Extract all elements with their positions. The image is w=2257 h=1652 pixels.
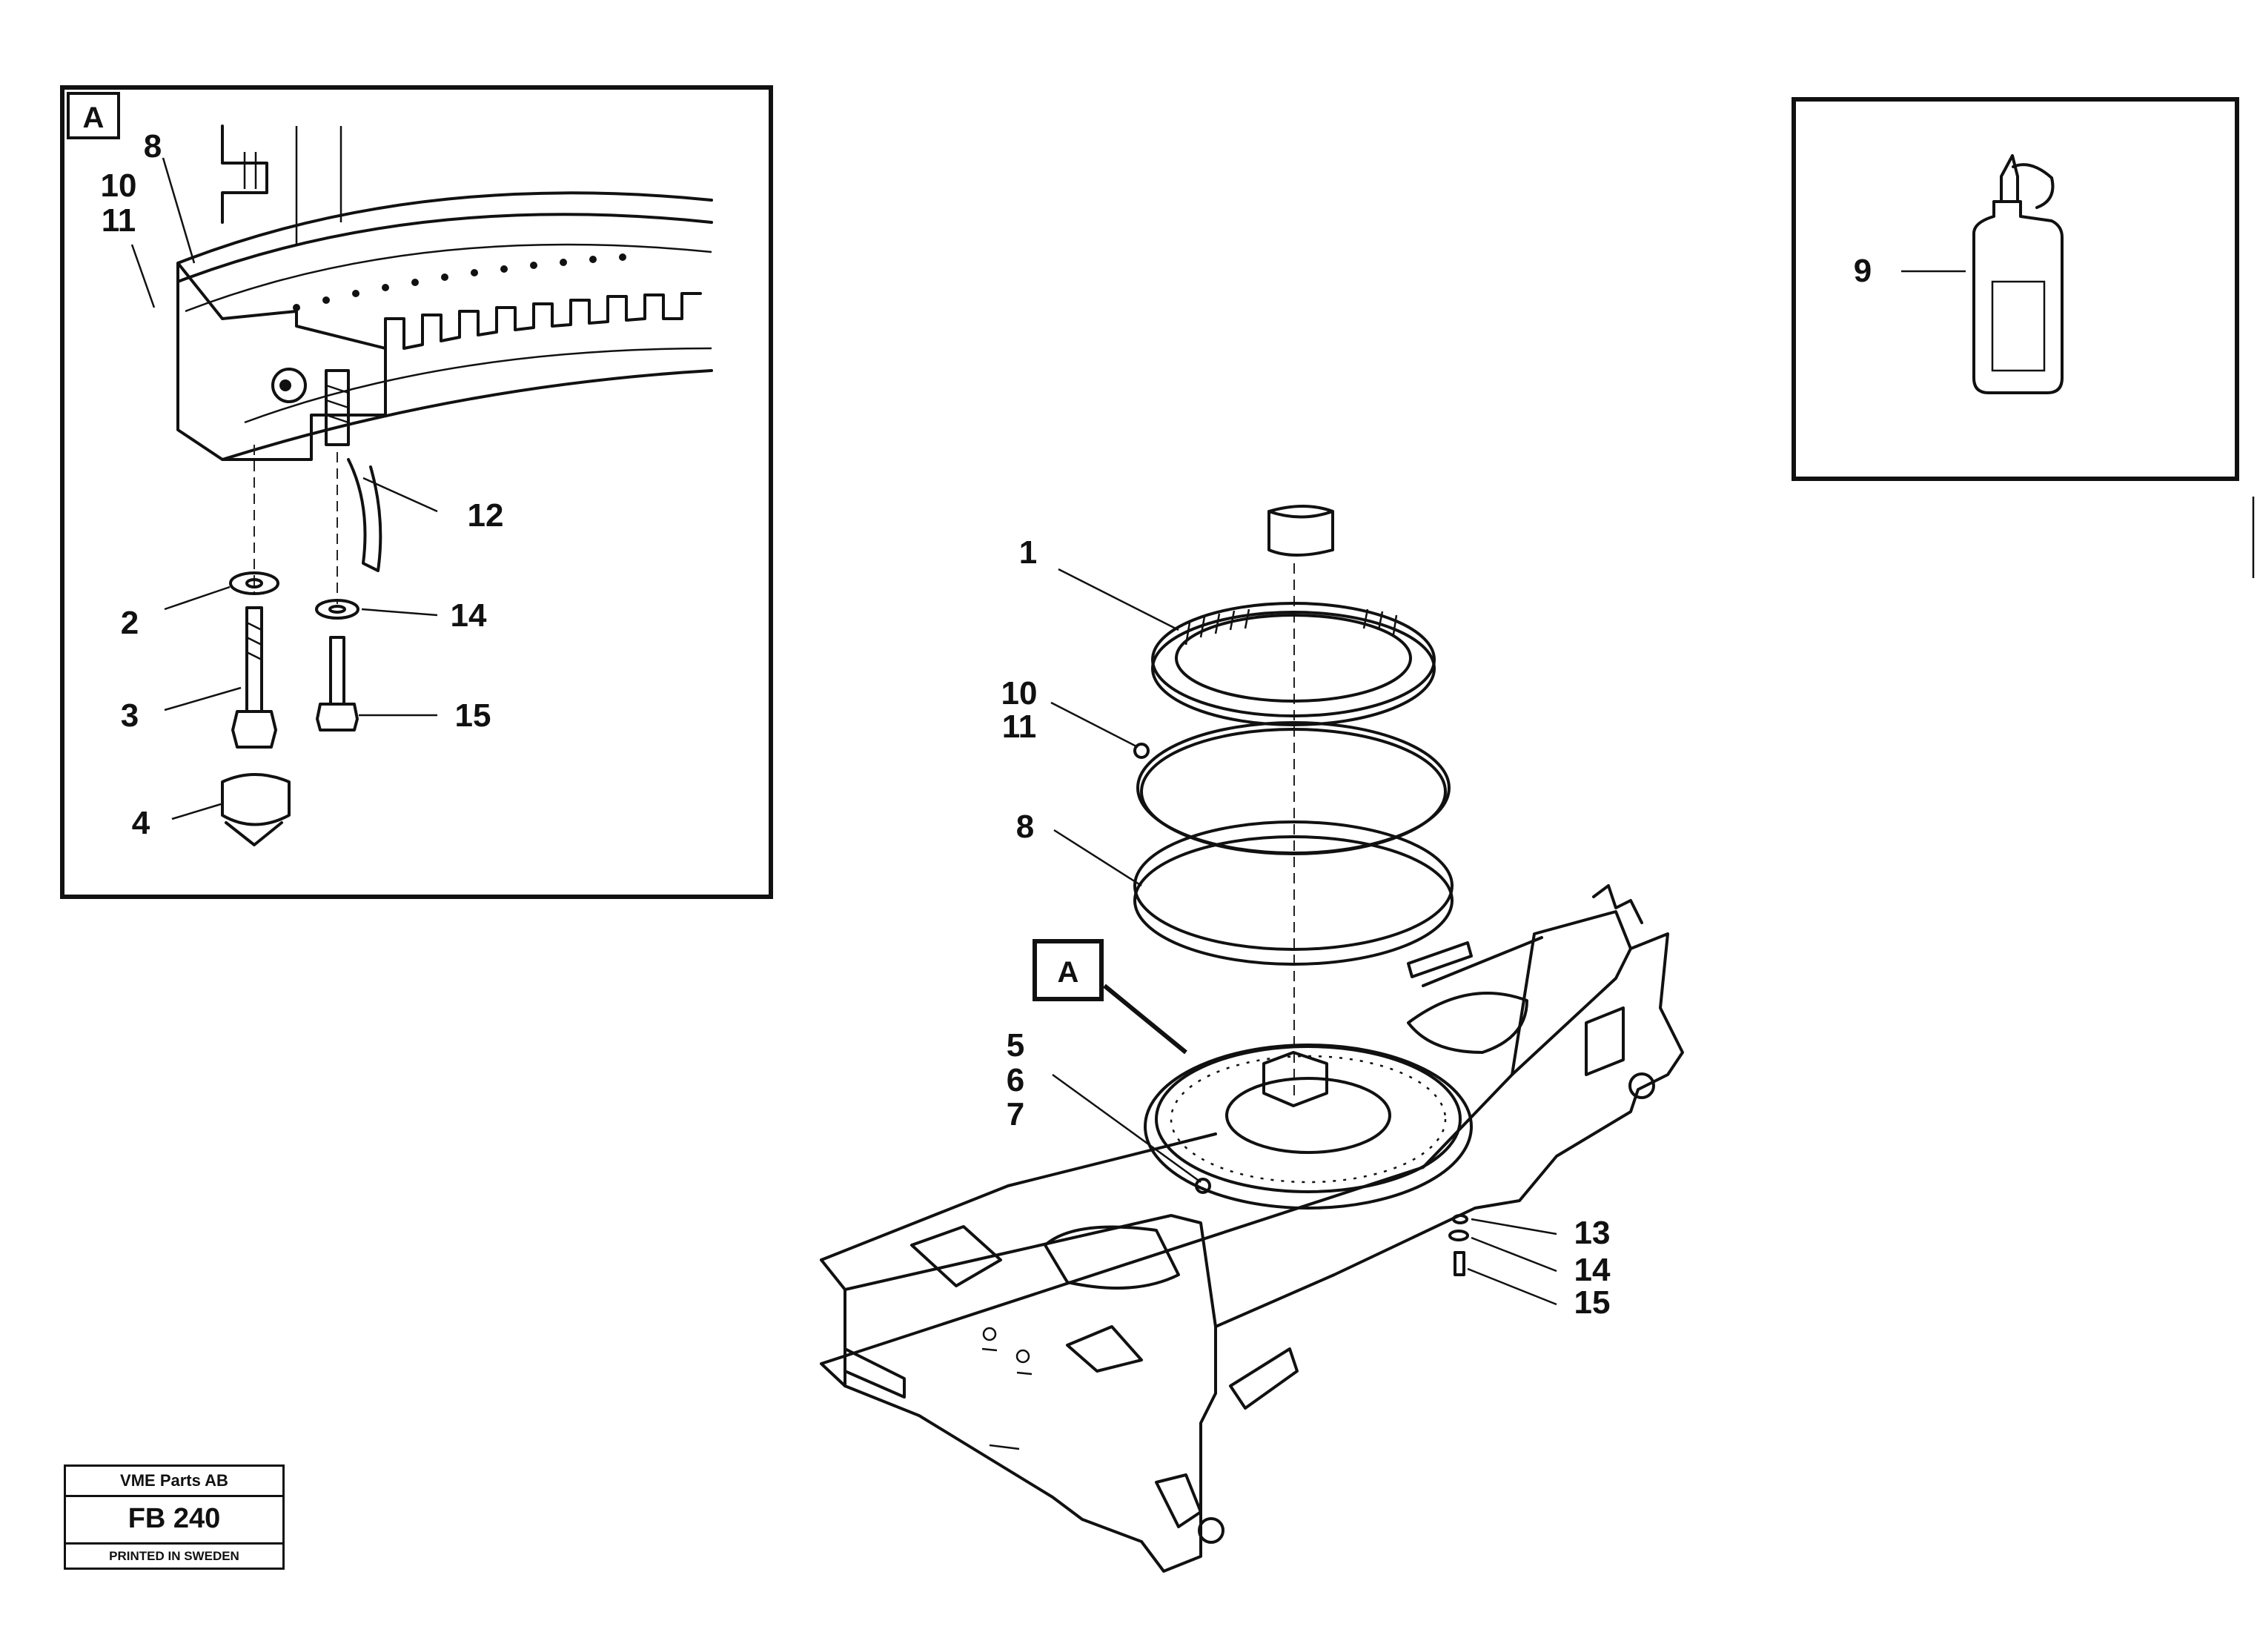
callout-11-detail: 11 (102, 202, 136, 239)
gear-teeth (384, 292, 702, 350)
upper-bracket (221, 125, 268, 224)
main-marker-label: A (1058, 956, 1079, 989)
title-block-code: FB 240 (66, 1495, 282, 1545)
callout-10-detail: 10 (101, 167, 137, 204)
slewing-ring-5-6-7 (1144, 1044, 1473, 1210)
oil-bottle-inset: 9 (1792, 97, 2255, 578)
plug-4 (221, 773, 291, 826)
callout-15-detail: 15 (455, 697, 491, 734)
washer-14-detail (315, 599, 359, 620)
callout-12: 12 (468, 497, 504, 534)
callout-8-detail: 8 (144, 128, 162, 165)
ring-bearing-1 (1151, 602, 1436, 717)
frame-opening-rear (1407, 992, 1528, 1054)
washer-14-main (1448, 1230, 1469, 1241)
central-hub (1262, 1051, 1328, 1107)
detail-view-a: A (60, 85, 773, 899)
callout-9: 9 (1854, 253, 1872, 289)
main-exploded-view: A 1 10 11 8 5 6 7 13 14 15 (820, 505, 1684, 1573)
callout-14-detail: 14 (451, 597, 487, 634)
callout-2: 2 (121, 605, 139, 641)
frame-opening-front (1044, 1225, 1180, 1290)
callout-5: 5 (1007, 1027, 1024, 1064)
callout-15-main: 15 (1574, 1284, 1611, 1321)
section-screw (325, 369, 350, 446)
callout-13: 13 (1574, 1215, 1611, 1251)
ring-8 (1133, 820, 1454, 951)
callout-4: 4 (132, 805, 150, 841)
main-marker-box (1033, 939, 1104, 1001)
bolt-hole-row (293, 253, 626, 311)
bolt-15-main (1454, 1251, 1465, 1276)
oil-bottle-frame (1792, 97, 2239, 481)
callout-14-main: 14 (1574, 1252, 1611, 1288)
carbody-frame (820, 932, 1684, 1573)
callout-3: 3 (121, 697, 139, 734)
callout-10-main: 10 (1001, 675, 1038, 711)
grease-nipple (271, 368, 307, 403)
ring-cross-section (176, 262, 387, 461)
oil-bottle (1972, 200, 2064, 394)
bolt-15-detail (329, 636, 345, 706)
detail-frame (60, 85, 773, 899)
title-block: VME Parts AB FB 240 PRINTED IN SWEDEN (64, 1464, 285, 1570)
callout-6: 6 (1007, 1062, 1024, 1098)
callout-7: 7 (1007, 1096, 1024, 1132)
title-block-company: VME Parts AB (66, 1467, 282, 1497)
callout-11-main: 11 (1002, 709, 1037, 745)
callout-8-main: 8 (1016, 809, 1034, 845)
top-cap (1267, 505, 1334, 557)
detail-marker-label: A (83, 102, 105, 134)
ring-outer-edge (176, 191, 713, 265)
detail-marker-box (67, 92, 120, 139)
callout-1: 1 (1019, 534, 1037, 571)
washer-2 (229, 571, 279, 595)
title-block-footer: PRINTED IN SWEDEN (109, 1549, 239, 1563)
